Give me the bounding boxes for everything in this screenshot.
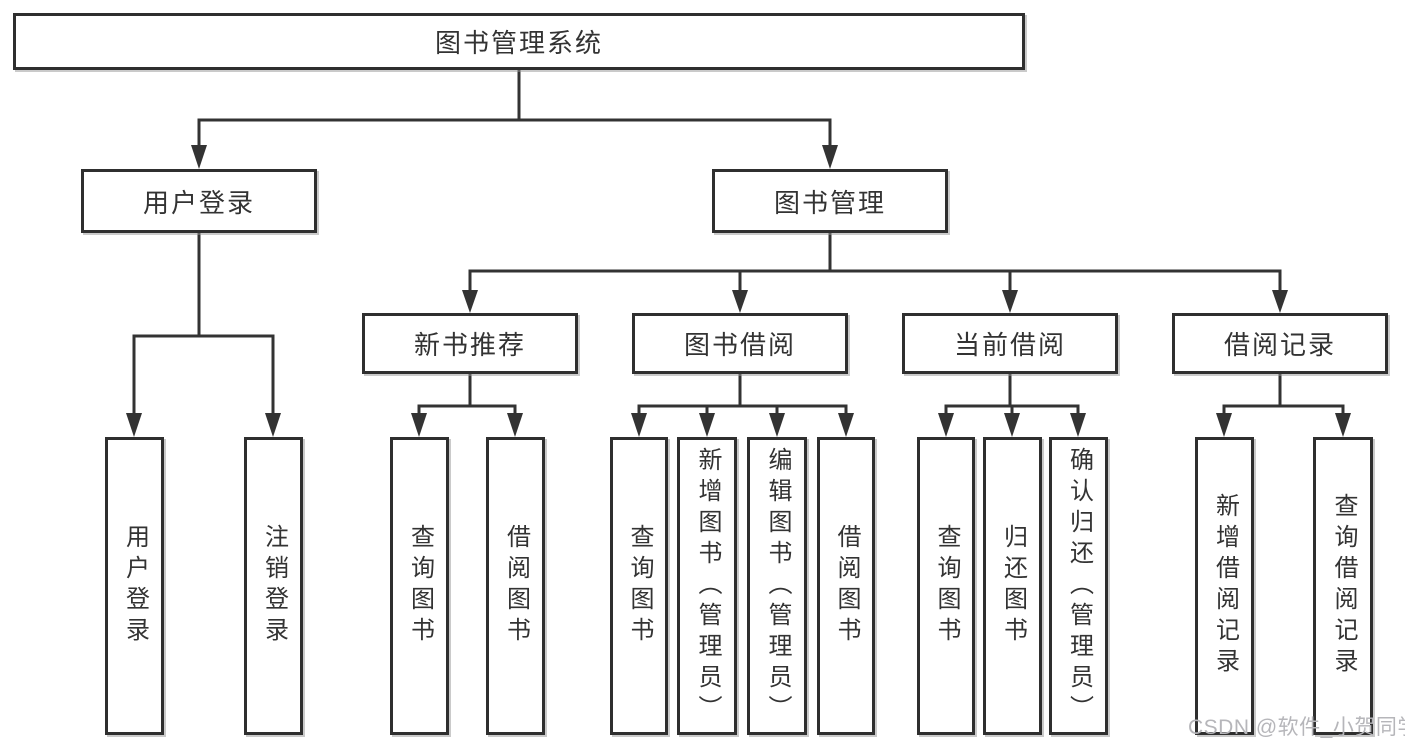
leaf-nbr-query-books: 查询图书 <box>390 437 449 735</box>
node-label: 用户登录 <box>142 187 255 218</box>
arrow-to-leaf-nbr-query <box>411 413 427 437</box>
leaf-label: 查询图书 <box>933 524 960 648</box>
node-label: 当前借阅 <box>953 330 1066 360</box>
node-label: 图书管理 <box>773 187 886 218</box>
arrow-to-book-borrowing <box>732 290 748 313</box>
leaf-bb-borrow-books: 借阅图书 <box>817 437 875 735</box>
leaf-bb-query-books: 查询图书 <box>610 437 668 735</box>
arrow-to-borrowing-records <box>1272 290 1288 313</box>
arrow-to-leaf-bb-query <box>631 413 647 437</box>
leaf-user-login: 用户登录 <box>105 437 164 735</box>
leaf-label: 新增图书（管理员） <box>694 446 721 726</box>
leaf-bb-edit-books-admin: 编辑图书（管理员） <box>747 437 807 735</box>
arrow-to-leaf-br-query <box>1335 413 1351 437</box>
leaf-label: 查询图书 <box>626 524 653 648</box>
node-library-management-system: 图书管理系统 <box>13 13 1025 70</box>
node-borrowing-records: 借阅记录 <box>1172 313 1388 374</box>
leaf-label: 新增借阅记录 <box>1211 493 1239 679</box>
leaf-label: 查询图书 <box>406 524 434 648</box>
arrow-to-new-book-recommendation <box>462 290 478 313</box>
leaf-label: 用户登录 <box>121 524 149 648</box>
leaf-cb-return-books: 归还图书 <box>983 437 1042 735</box>
leaf-br-add-record: 新增借阅记录 <box>1195 437 1254 735</box>
arrow-to-leaf-bb-add <box>699 413 715 437</box>
arrow-to-leaf-bb-edit <box>769 413 785 437</box>
leaf-label: 借阅图书 <box>833 524 860 648</box>
leaf-nbr-borrow-books: 借阅图书 <box>486 437 545 735</box>
node-new-book-recommendation: 新书推荐 <box>362 313 578 374</box>
arrow-to-leaf-cb-return <box>1004 413 1020 437</box>
node-user-login: 用户登录 <box>81 169 317 233</box>
arrow-to-leaf-br-add <box>1216 413 1232 437</box>
leaf-logout: 注销登录 <box>244 437 303 735</box>
arrow-to-book-management <box>822 145 838 169</box>
leaf-label: 注销登录 <box>260 524 288 648</box>
leaf-label: 归还图书 <box>999 524 1027 648</box>
connector-lines <box>132 70 1345 416</box>
arrow-to-leaf-user-login <box>126 413 142 437</box>
arrow-to-leaf-cb-query <box>938 413 954 437</box>
leaf-br-query-record: 查询借阅记录 <box>1313 437 1373 735</box>
leaf-label: 确认归还（管理员） <box>1065 446 1093 726</box>
node-book-borrowing: 图书借阅 <box>632 313 848 374</box>
node-label: 图书管理系统 <box>434 28 603 58</box>
leaf-cb-query-books: 查询图书 <box>917 437 975 735</box>
leaf-label: 编辑图书（管理员） <box>764 446 791 726</box>
arrow-to-current-borrowing <box>1002 290 1018 313</box>
leaf-label: 借阅图书 <box>502 524 530 648</box>
node-book-management: 图书管理 <box>712 169 948 233</box>
node-label: 新书推荐 <box>413 330 526 360</box>
arrow-to-user-login <box>191 145 207 169</box>
node-current-borrowing: 当前借阅 <box>902 313 1118 374</box>
leaf-bb-add-books-admin: 新增图书（管理员） <box>677 437 737 735</box>
csdn-watermark: CSDN @软件_小贺同学 <box>1188 716 1405 739</box>
leaf-cb-confirm-return-admin: 确认归还（管理员） <box>1049 437 1108 735</box>
leaf-label: 查询借阅记录 <box>1330 493 1357 679</box>
node-label: 借阅记录 <box>1223 330 1336 360</box>
node-label: 图书借阅 <box>683 330 796 360</box>
arrow-to-leaf-bb-borrow <box>838 413 854 437</box>
arrow-to-leaf-cb-confirm <box>1070 413 1086 437</box>
arrow-to-leaf-logout <box>265 413 281 437</box>
arrow-to-leaf-nbr-borrow <box>507 413 523 437</box>
